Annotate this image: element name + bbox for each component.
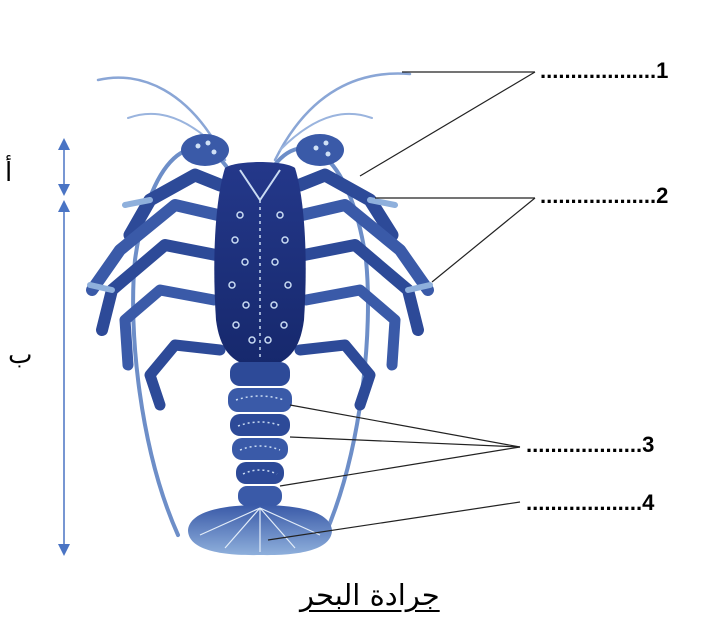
legs-left <box>90 175 220 405</box>
label-2: ...................2 <box>540 183 668 209</box>
carapace <box>214 162 305 368</box>
segment-label-b: ب <box>8 340 32 370</box>
segment-label-a: أ <box>5 158 12 188</box>
tail-fan <box>188 505 332 555</box>
label-1: ...................1 <box>540 58 668 84</box>
head-lobes <box>181 134 344 166</box>
legs-right <box>300 175 430 405</box>
diagram-caption: جرادة البحر <box>300 578 440 612</box>
abdomen <box>228 362 292 506</box>
label-3: ...................3 <box>526 432 654 458</box>
label-4: ...................4 <box>526 490 654 516</box>
